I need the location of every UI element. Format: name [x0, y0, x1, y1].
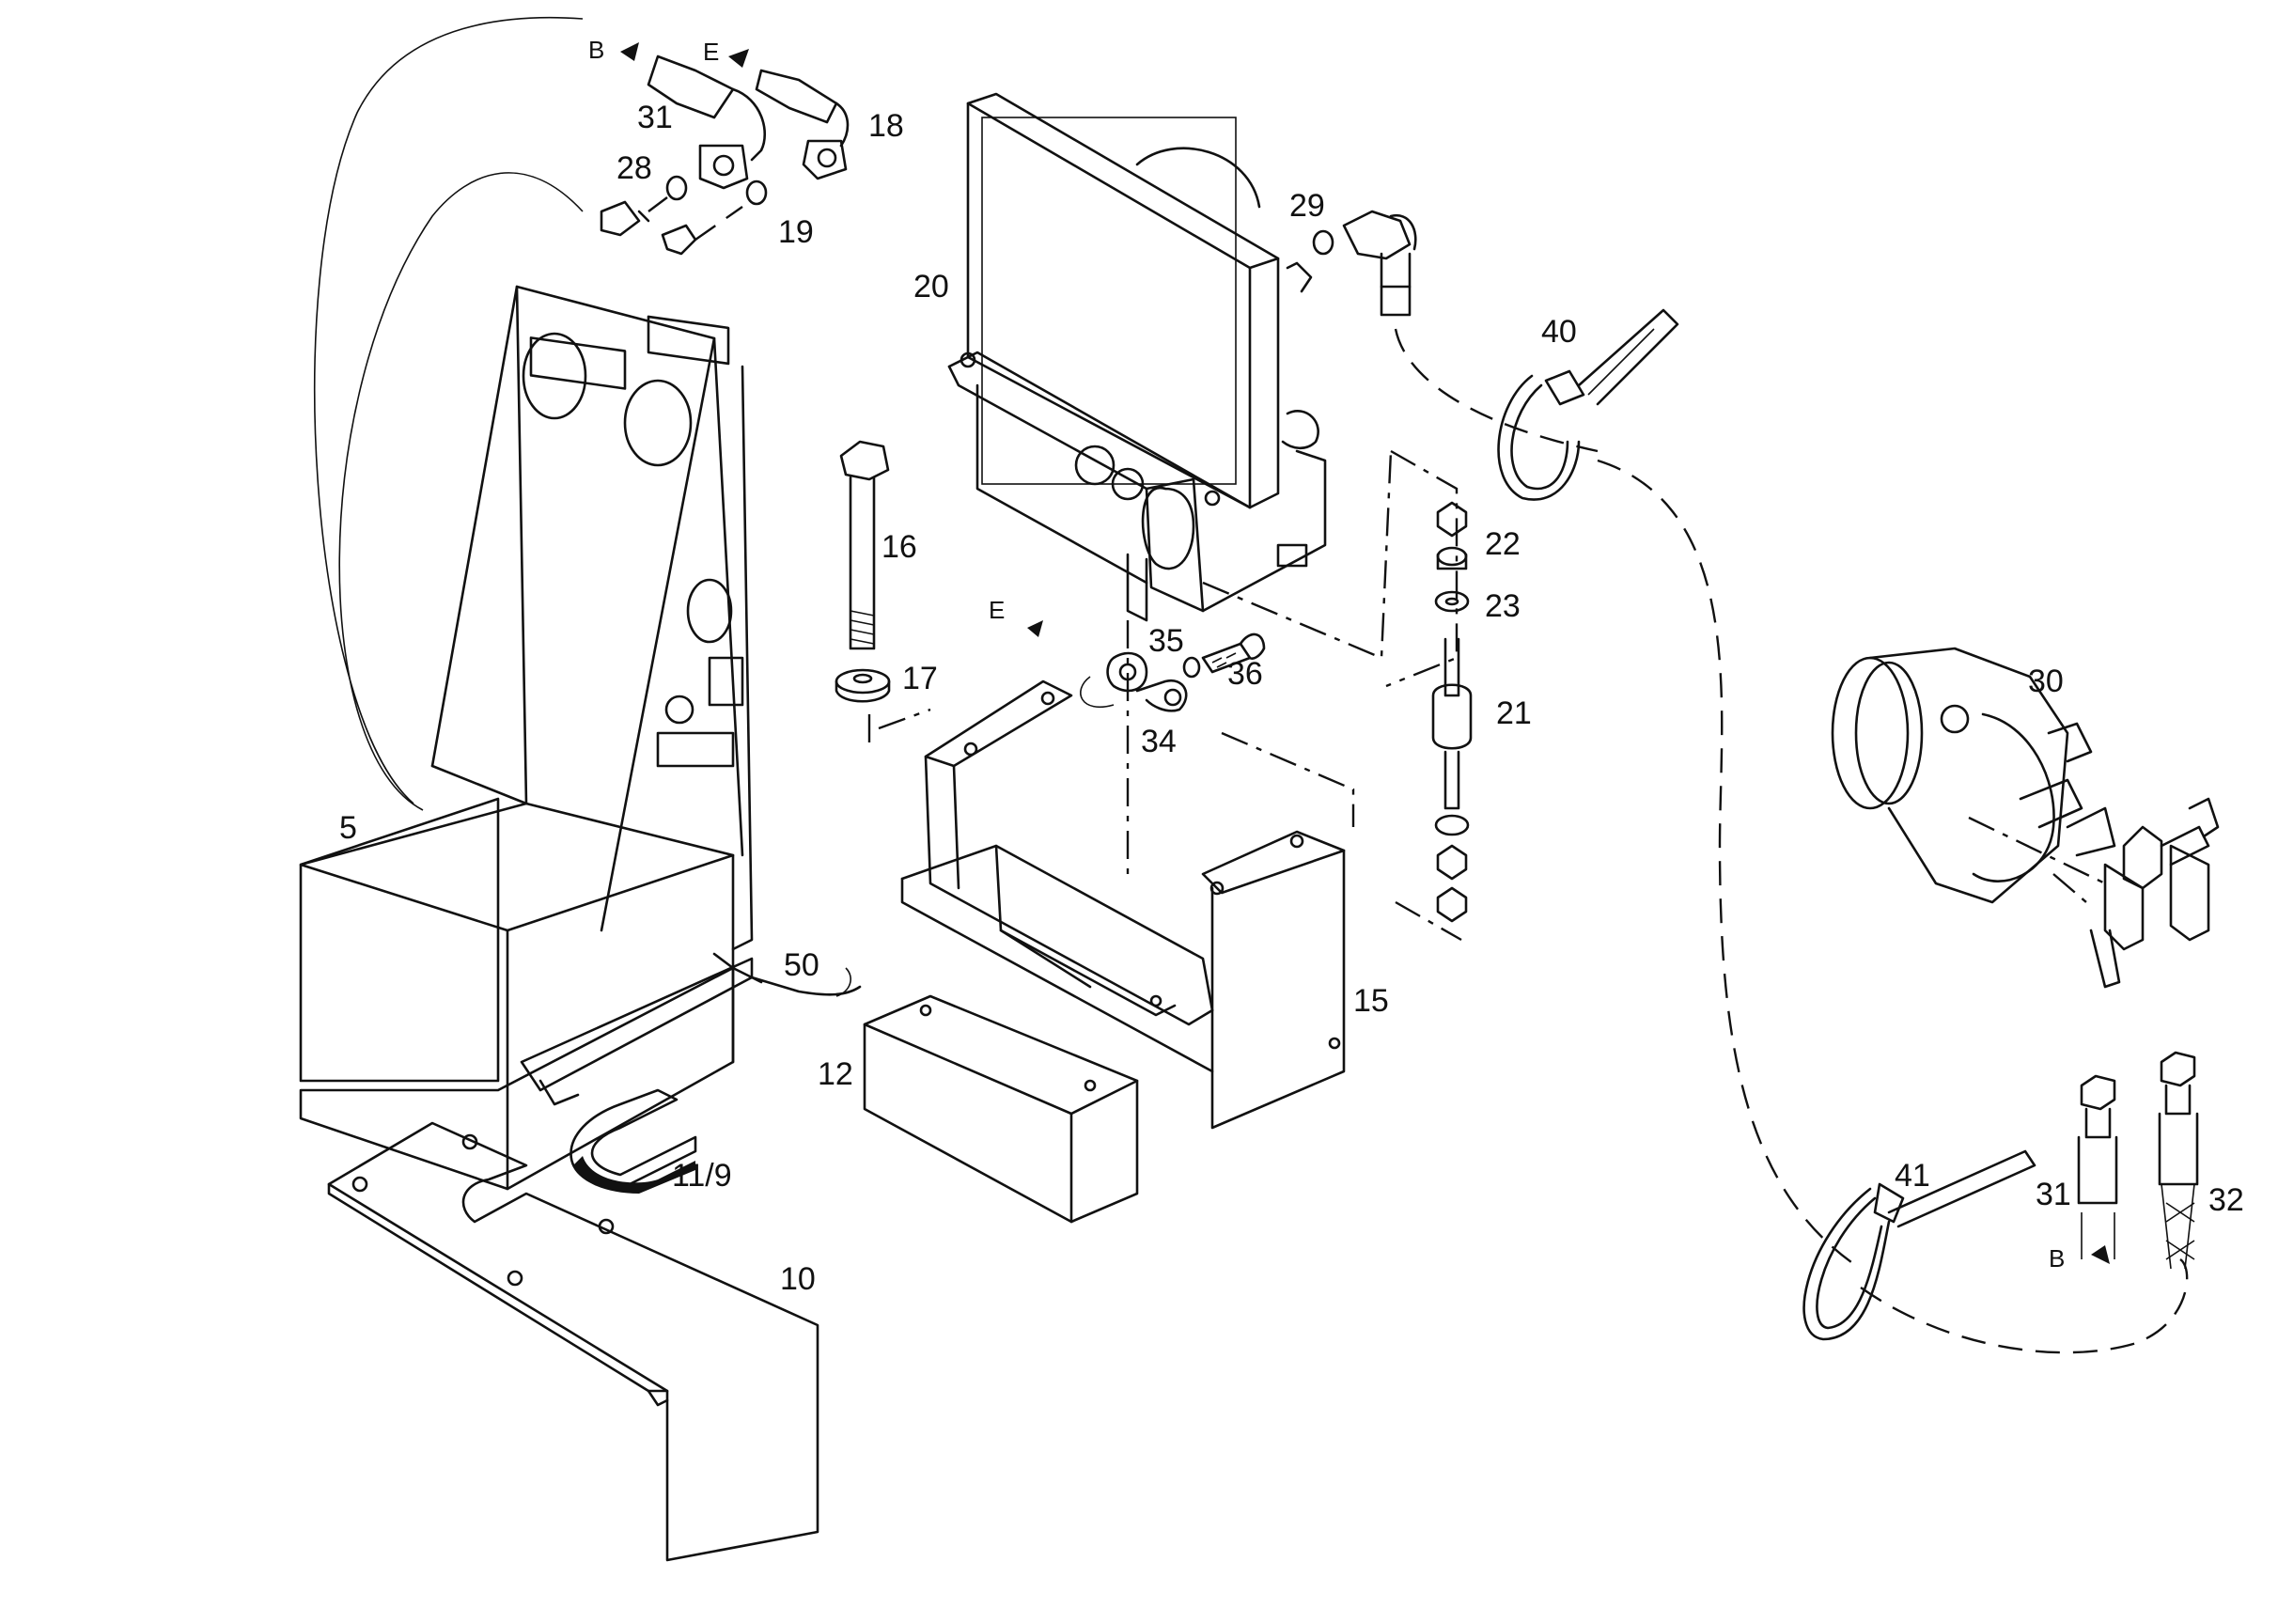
- callout-11-9: 11/9: [672, 1158, 732, 1194]
- lead-line-part-5: [338, 172, 584, 811]
- callout-35: 35: [1148, 623, 1184, 659]
- leader-15: [1221, 731, 1355, 827]
- leader-21-bottom: [1395, 900, 1462, 942]
- cable-tie-part-40: [1497, 308, 1679, 501]
- damper-stack-parts-21-22-23: [1431, 501, 1473, 923]
- callout-18: 18: [868, 108, 904, 144]
- leader-30: [1968, 816, 2106, 903]
- refrigerant-line-tie-to-compressor: [1597, 459, 1862, 1270]
- leader-21-top: [1385, 449, 1459, 688]
- callout-29: 29: [1289, 188, 1325, 224]
- lead-line-part-5-outer: [314, 16, 584, 804]
- refrigerant-line-bottom: [1860, 1258, 2189, 1354]
- callout-20: 20: [913, 269, 949, 304]
- block-part-12: [863, 994, 1139, 1224]
- hose-fittings-top: [600, 55, 850, 256]
- callout-22: 22: [1485, 526, 1521, 562]
- callout-30: 30: [2028, 664, 2064, 699]
- callout-5: 5: [339, 810, 357, 846]
- callout-31-right: 31: [2036, 1177, 2071, 1212]
- support-bracket-part-15: [900, 679, 1346, 1130]
- callout-31-top: 31: [637, 100, 673, 135]
- callout-10: 10: [780, 1261, 816, 1297]
- callout-23: 23: [1485, 588, 1521, 624]
- base-plate-part-10: [327, 1121, 819, 1562]
- flow-arrows: [620, 42, 2110, 1264]
- cable-tie-part-41: [1802, 1149, 2036, 1341]
- callout-19: 19: [778, 214, 814, 250]
- callout-32: 32: [2208, 1182, 2244, 1218]
- callout-28: 28: [616, 150, 652, 186]
- washer-part-17: [835, 668, 891, 703]
- callout-12: 12: [818, 1056, 853, 1092]
- condenser-part-20: [947, 92, 1327, 613]
- callout-41: 41: [1895, 1158, 1930, 1194]
- callout-50: 50: [784, 947, 819, 983]
- clamp-parts-34-35-36: [1080, 632, 1266, 712]
- callout-21: 21: [1496, 695, 1532, 731]
- leader-20-mount: [1202, 450, 1393, 660]
- housing-unit-part-5: [299, 285, 862, 1191]
- callout-34: 34: [1141, 724, 1177, 759]
- flow-marker-e-top: E: [703, 38, 719, 66]
- flow-marker-e-mid: E: [989, 596, 1005, 624]
- u-spacer-part-11-9: [570, 1088, 697, 1194]
- callout-40: 40: [1541, 314, 1577, 350]
- flow-marker-b-top: B: [588, 36, 604, 64]
- bolt-part-16: [839, 440, 890, 650]
- leader-17: [867, 708, 931, 742]
- compressor-part-30: [1831, 647, 2220, 989]
- callout-17: 17: [902, 661, 938, 696]
- hoses-parts-31-32: [2077, 1051, 2199, 1270]
- elbow-fitting-part-29: [1312, 210, 1417, 317]
- flow-marker-b-bottom: B: [2049, 1244, 2065, 1273]
- callout-36: 36: [1227, 656, 1263, 692]
- callout-15: 15: [1353, 983, 1389, 1019]
- refrigerant-line-condenser-to-tie: [1394, 328, 1599, 453]
- callout-16: 16: [882, 529, 917, 565]
- stud-part-35-top: [1126, 553, 1148, 622]
